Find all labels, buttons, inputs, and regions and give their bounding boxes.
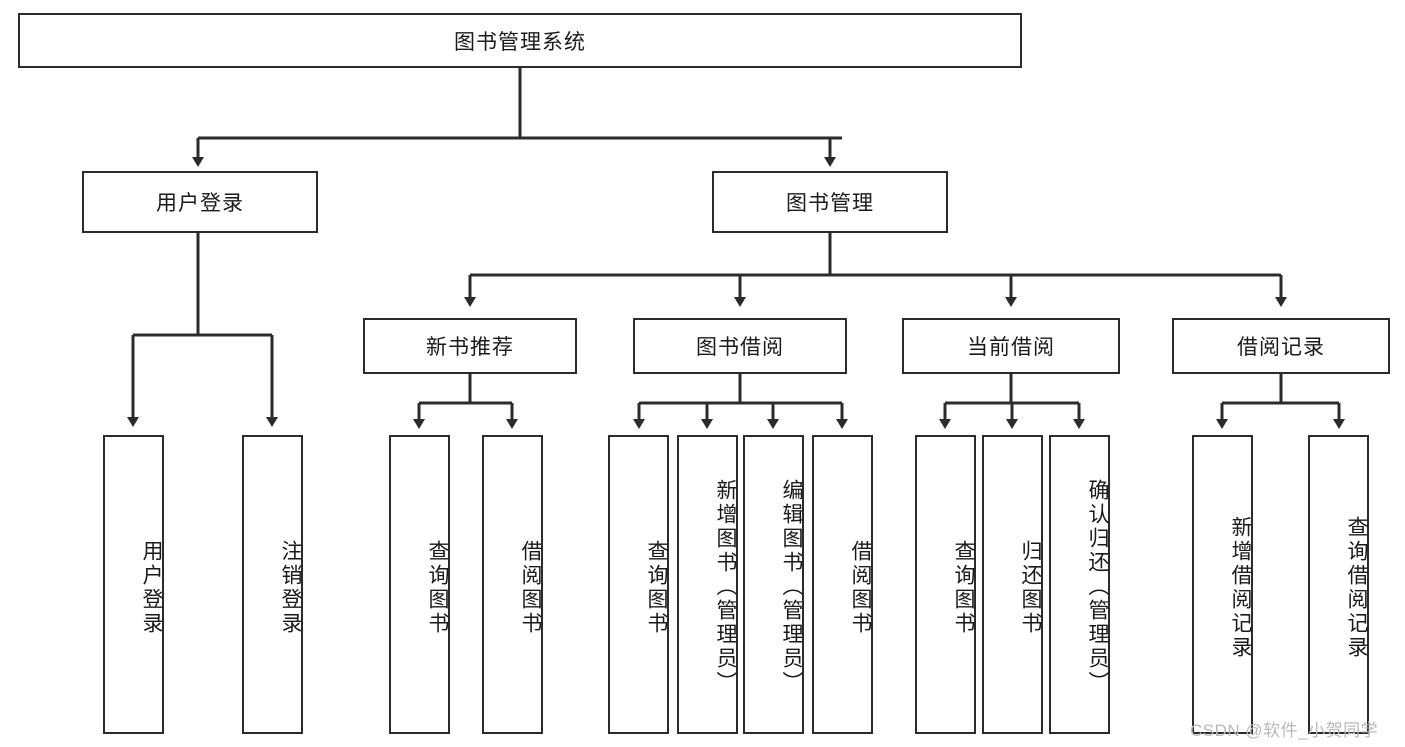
leaf-record-query[interactable]: 查询借阅记录 [1308, 435, 1369, 734]
leaf-current-confirm-return[interactable]: 确认归还（管理员） [1049, 435, 1110, 734]
node-borrow-record[interactable]: 借阅记录 [1172, 318, 1390, 374]
leaf-record-add[interactable]: 新增借阅记录 [1192, 435, 1253, 734]
leaf-user-login-login[interactable]: 用户登录 [103, 435, 164, 734]
leaf-current-return-book[interactable]: 归还图书 [982, 435, 1043, 734]
leaf-current-query-book[interactable]: 查询图书 [915, 435, 976, 734]
leaf-borrow-borrow-book[interactable]: 借阅图书 [812, 435, 873, 734]
watermark: CSDN @软件_小贺同学 [1190, 721, 1379, 740]
node-new-book-recommend[interactable]: 新书推荐 [363, 318, 577, 374]
node-book-management[interactable]: 图书管理 [712, 171, 948, 233]
leaf-new-book-query[interactable]: 查询图书 [389, 435, 450, 734]
node-user-login[interactable]: 用户登录 [82, 171, 318, 233]
leaf-new-book-borrow[interactable]: 借阅图书 [482, 435, 543, 734]
leaf-borrow-edit-book[interactable]: 编辑图书（管理员） [743, 435, 804, 734]
node-book-borrow[interactable]: 图书借阅 [633, 318, 847, 374]
leaf-borrow-add-book[interactable]: 新增图书（管理员） [677, 435, 738, 734]
leaf-borrow-query-book[interactable]: 查询图书 [608, 435, 669, 734]
leaf-user-login-logout[interactable]: 注销登录 [242, 435, 303, 734]
node-current-borrow[interactable]: 当前借阅 [902, 318, 1120, 374]
node-root[interactable]: 图书管理系统 [18, 13, 1022, 68]
